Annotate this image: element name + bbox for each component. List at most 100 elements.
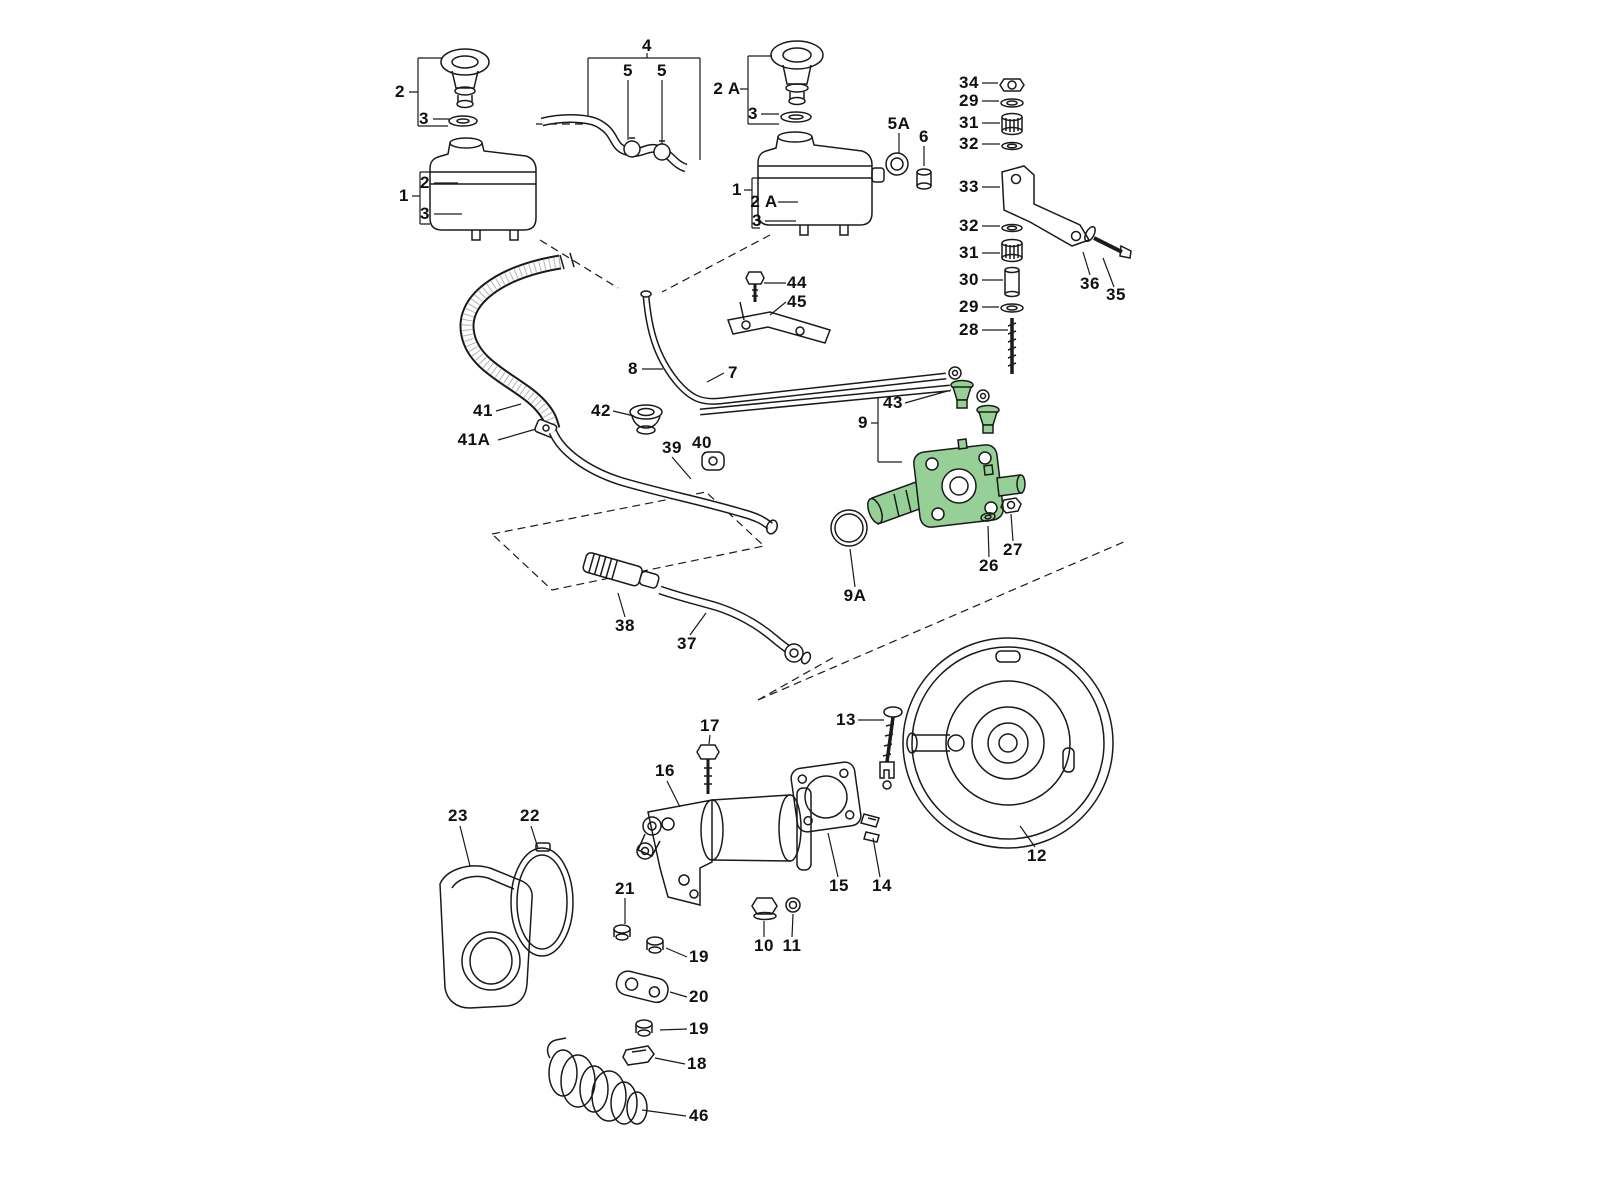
- part-label-3-9: 3: [748, 104, 758, 123]
- o-ring-9a: [830, 509, 868, 547]
- part-label-2-3: 2: [420, 173, 430, 192]
- cover-23: [439, 865, 533, 1009]
- hose-clamp-5a: [885, 152, 909, 176]
- part-label-31-21: 31: [959, 243, 979, 262]
- right-cap-seal: [780, 111, 812, 123]
- part-label-19-52: 19: [689, 947, 709, 966]
- part-label-29-23: 29: [959, 297, 979, 316]
- part-label-27-40: 27: [1003, 540, 1023, 559]
- clip-14: [860, 813, 880, 843]
- part-label-6-14: 6: [919, 127, 929, 146]
- washer-29-bottom: [1000, 303, 1024, 313]
- booster-gasket-15: [790, 761, 862, 833]
- grommet-42: [629, 404, 663, 435]
- washer-32-bottom: [1001, 223, 1023, 233]
- part-label-7-30: 7: [728, 363, 738, 382]
- master-cylinder: [867, 438, 1026, 528]
- part-label-39-34: 39: [662, 438, 682, 457]
- part-label-2a-8: 2 A: [713, 79, 741, 98]
- part-label-10-56: 10: [754, 936, 774, 955]
- hose-37: [658, 585, 812, 665]
- part-label-9a-38: 9A: [843, 586, 867, 605]
- bushing-6: [916, 168, 932, 190]
- part-label-12-44: 12: [1027, 846, 1047, 865]
- bracket-33: [1001, 165, 1091, 247]
- right-reservoir-tank: [757, 131, 885, 236]
- part-label-8-29: 8: [628, 359, 638, 378]
- part-label-29-16: 29: [959, 91, 979, 110]
- part-label-41-31: 41: [473, 401, 493, 420]
- left-cap-seal: [448, 115, 478, 127]
- bolt-44: [745, 271, 765, 302]
- part-label-9-37: 9: [858, 413, 868, 432]
- bolt-35-washer-36: [1084, 225, 1132, 259]
- part-label-22-50: 22: [520, 806, 540, 825]
- part-label-20-53: 20: [689, 987, 709, 1006]
- grommet-21: [613, 924, 631, 941]
- bracket-45: [726, 301, 831, 344]
- washer-32-top: [1001, 141, 1023, 151]
- fluid-pipes: [640, 290, 990, 416]
- part-label-16-46: 16: [655, 761, 675, 780]
- part-label-2a-11: 2 A: [750, 192, 778, 211]
- part-label-30-22: 30: [959, 270, 979, 289]
- pushrod-13: [879, 706, 903, 790]
- label-leader-lines: [409, 53, 1115, 1117]
- part-label-38-41: 38: [615, 616, 635, 635]
- washer-26: [980, 512, 996, 522]
- part-label-42-32: 42: [591, 401, 611, 420]
- part-label-2-0: 2: [395, 82, 405, 101]
- sleeve-30: [1004, 266, 1020, 298]
- part-label-3-12: 3: [752, 211, 762, 230]
- nut-34: [999, 78, 1025, 92]
- part-label-11-57: 11: [782, 936, 802, 955]
- bellows-46: [546, 1037, 648, 1125]
- part-label-34-15: 34: [959, 73, 979, 92]
- brake-booster: [902, 637, 1114, 849]
- plate-20: [615, 970, 669, 1004]
- clip-40: [701, 451, 725, 471]
- part-label-15-47: 15: [829, 876, 849, 895]
- bolt-17: [696, 744, 720, 794]
- hose-39: [548, 430, 779, 535]
- part-label-23-49: 23: [448, 806, 468, 825]
- part-label-31-17: 31: [959, 113, 979, 132]
- left-reservoir-cap: [440, 48, 490, 109]
- part-label-45-28: 45: [787, 292, 807, 311]
- cap-19-upper: [646, 936, 664, 954]
- part-label-17-45: 17: [700, 716, 720, 735]
- part-label-28-24: 28: [959, 320, 979, 339]
- part-label-46-58: 46: [689, 1106, 709, 1125]
- support-assembly-16: [636, 787, 812, 906]
- part-label-32-18: 32: [959, 134, 979, 153]
- part-label-13-43: 13: [836, 710, 856, 729]
- part-label-33-19: 33: [959, 177, 979, 196]
- mount-hardware-column: [999, 78, 1091, 374]
- part-label-32-20: 32: [959, 216, 979, 235]
- part-label-18-55: 18: [687, 1054, 707, 1073]
- right-reservoir-cap: [770, 40, 824, 106]
- connector-38: [582, 552, 660, 589]
- part-label-3-4: 3: [420, 204, 430, 223]
- construction-lines: [490, 123, 1127, 701]
- washer-29-top: [1000, 98, 1024, 108]
- part-label-5-7: 5: [657, 61, 667, 80]
- clip-18: [622, 1045, 655, 1066]
- part-label-5-6: 5: [623, 61, 633, 80]
- part-label-5a-13: 5A: [887, 114, 911, 133]
- part-label-36-25: 36: [1080, 274, 1100, 293]
- left-reservoir-tank: [429, 137, 537, 241]
- stud-28: [1007, 318, 1017, 374]
- nut-27: [1000, 497, 1022, 514]
- part-label-1-10: 1: [732, 180, 742, 199]
- reservoir-connecting-hose: [540, 114, 688, 173]
- bushing-31-bottom: [1001, 238, 1023, 263]
- part-label-3-1: 3: [419, 109, 429, 128]
- nut-10: [751, 897, 778, 921]
- reservoir-feed-grommets: [950, 379, 1000, 434]
- part-label-14-48: 14: [872, 876, 892, 895]
- part-label-40-35: 40: [692, 433, 712, 452]
